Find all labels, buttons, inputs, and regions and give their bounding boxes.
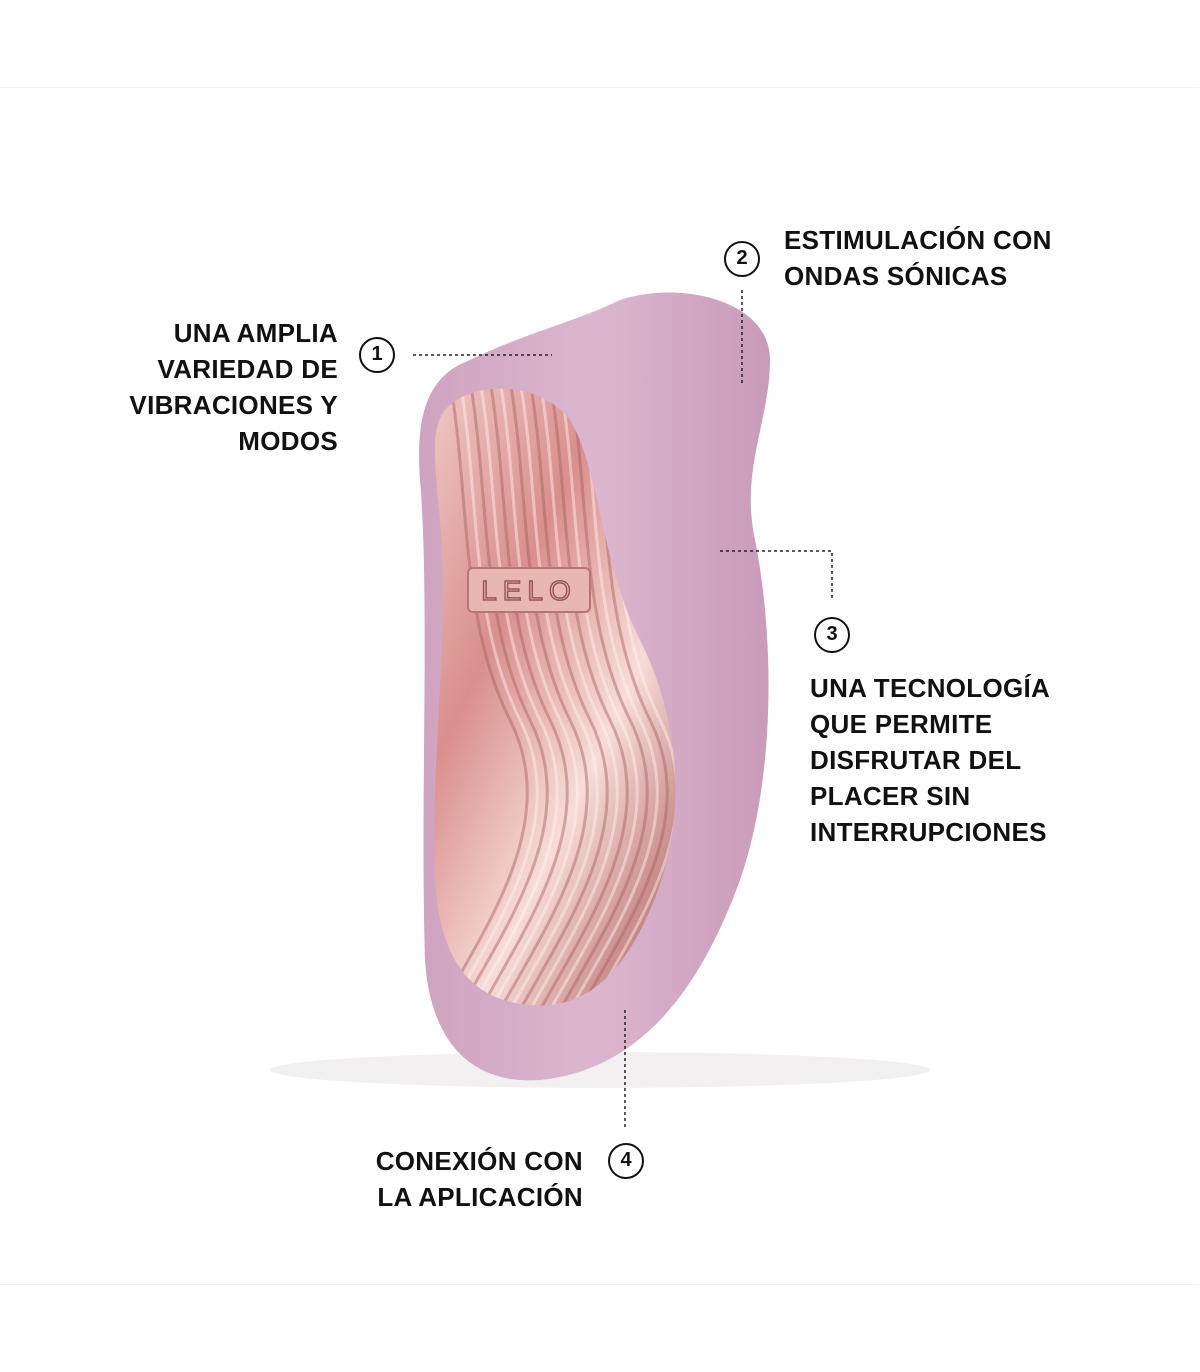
leader-lines [413,290,833,1128]
callout-text-3: UNA TECNOLOGÍA QUE PERMITE DISFRUTAR DEL… [810,670,1050,850]
plate-rib [468,388,559,1006]
line: LA APLICACIÓN [377,1182,583,1212]
shadow [270,1052,930,1088]
callout-number-2: 2 [724,241,760,277]
callout-number-3: 3 [814,617,850,653]
line: INTERRUPCIONES [810,817,1047,847]
plate-rib [528,388,619,1006]
line: ESTIMULACIÓN CON [784,225,1052,255]
line: VIBRACIONES Y [129,390,338,420]
plate-rib [488,388,579,1006]
line: UNA AMPLIA [173,318,338,348]
line: QUE PERMITE [810,709,993,739]
line: VARIEDAD DE [157,354,338,384]
plate-rib [458,388,549,1006]
plate-rib [548,388,639,1006]
svg-text:LELO: LELO [481,575,577,606]
line: MODOS [238,426,338,456]
plate-rib [568,388,659,1006]
callout-number-4: 4 [608,1143,644,1179]
callout-text-4: CONEXIÓN CON LA APLICACIÓN [376,1143,583,1215]
plate-rib [508,388,599,1006]
plate-rib [438,388,529,1006]
plate-rib [538,388,629,1006]
callout-number-1: 1 [359,337,395,373]
line: ONDAS SÓNICAS [784,261,1008,291]
plate-rib [558,388,649,1006]
callout-text-1: UNA AMPLIA VARIEDAD DE VIBRACIONES Y MOD… [129,315,338,459]
lelo-logo: LELO [467,567,591,613]
plate-rib [498,388,589,1006]
image-frame [0,87,1199,1285]
plate-rib [448,388,539,1006]
plate-rib [518,388,609,1006]
line: UNA TECNOLOGÍA [810,673,1051,703]
line: CONEXIÓN CON [375,1146,583,1176]
line: PLACER SIN [810,781,971,811]
plate-rib [478,388,569,1006]
line: DISFRUTAR DEL [810,745,1022,775]
callout-text-2: ESTIMULACIÓN CON ONDAS SÓNICAS [784,222,1052,294]
